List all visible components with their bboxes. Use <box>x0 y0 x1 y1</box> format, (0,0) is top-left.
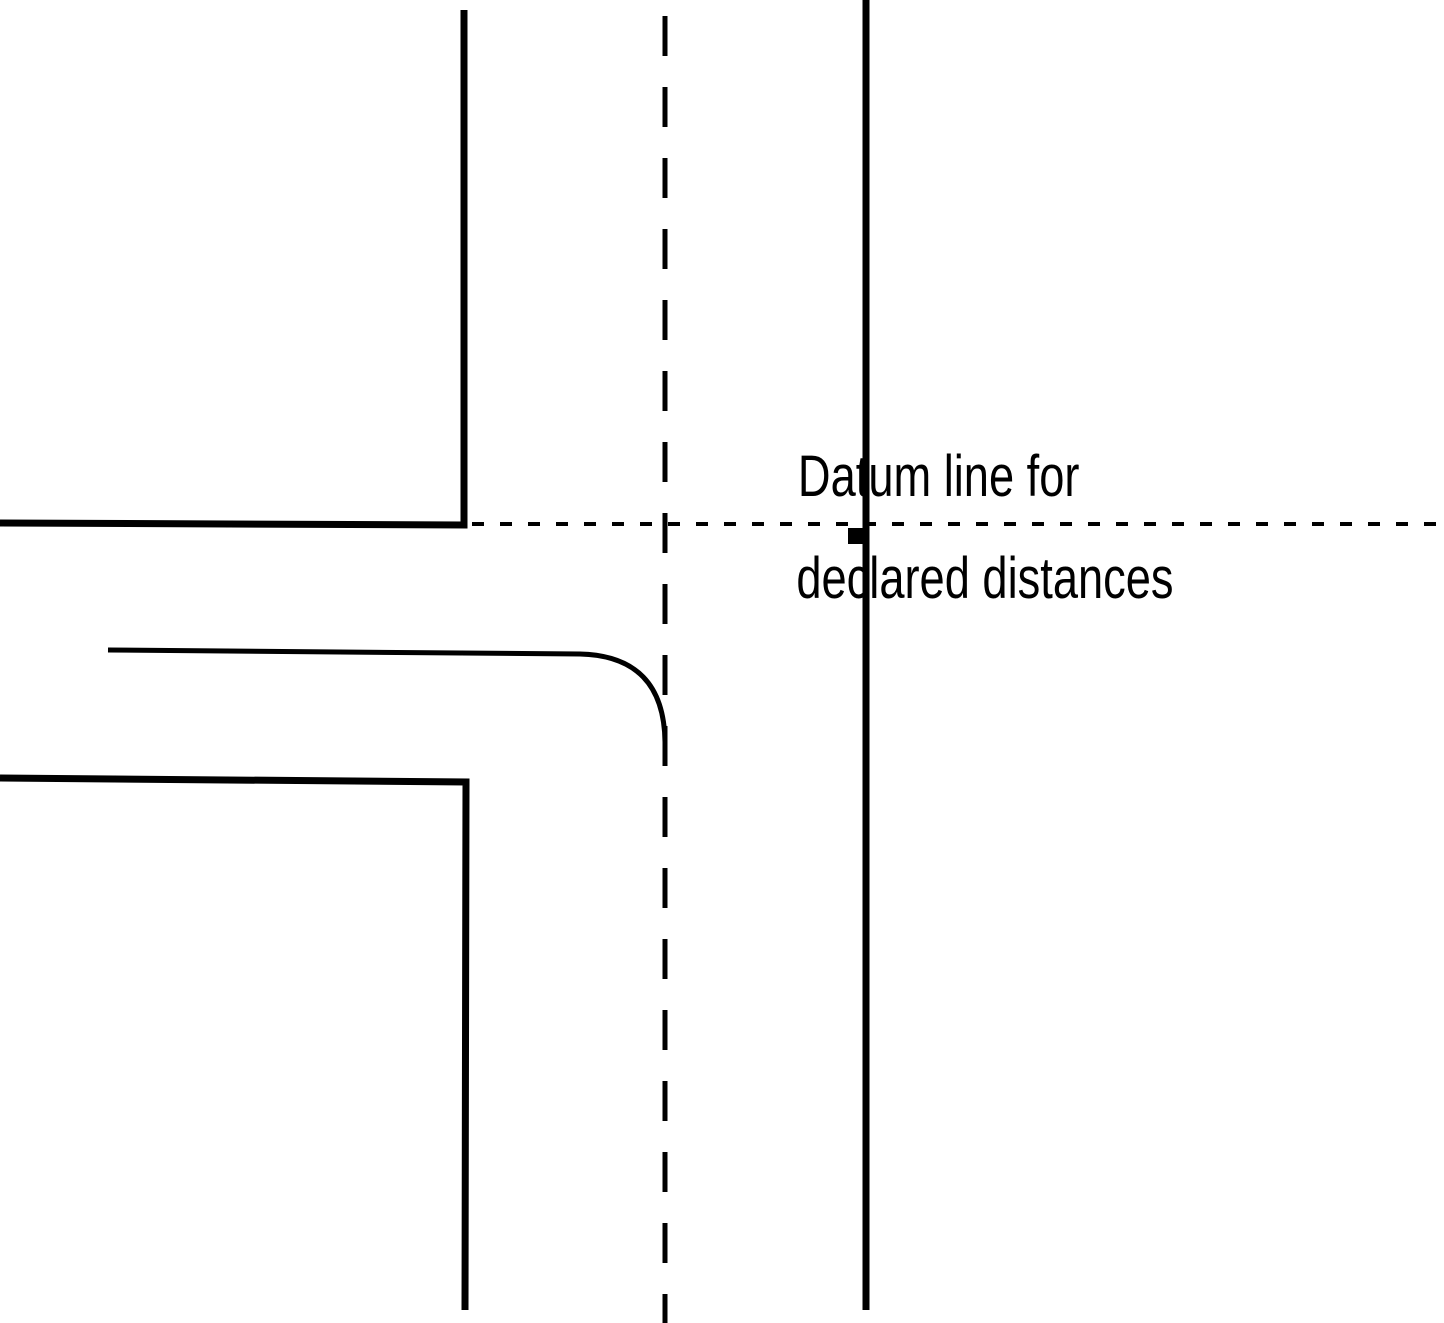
datum-label-line1: Datum line for <box>798 445 1080 510</box>
datum-marker <box>848 528 868 544</box>
side-road-lower-edge <box>0 774 470 1311</box>
side-road-upper-edge <box>0 10 468 529</box>
stop-line <box>107 647 668 743</box>
datum-label-line2: declared distances <box>796 547 1173 612</box>
